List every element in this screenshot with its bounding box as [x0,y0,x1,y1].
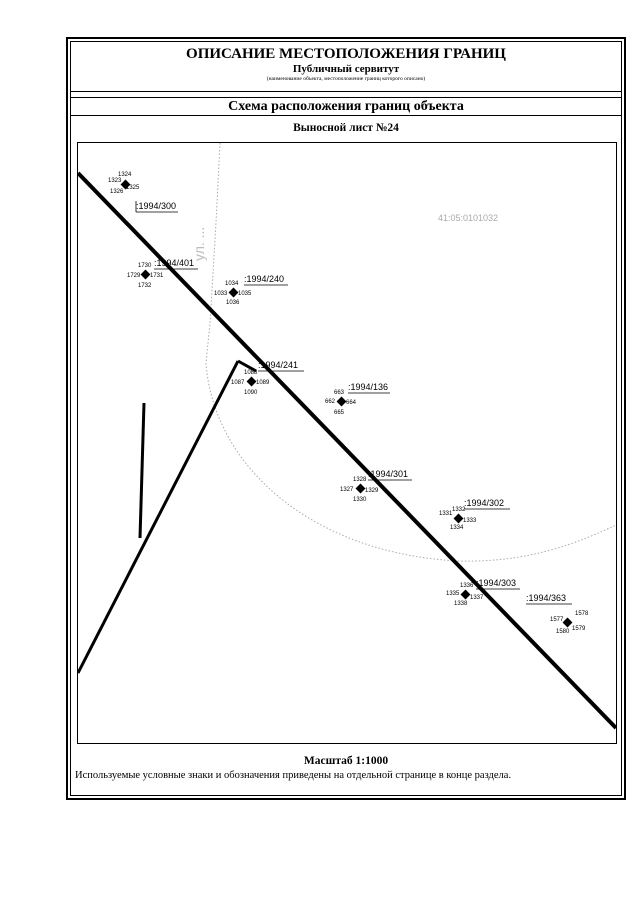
boundary-marker [120,179,131,190]
point-number: 1729 [127,273,141,279]
header-caption: (наименование объекта, местоположение гр… [266,76,426,82]
scale-label: Масштаб 1:1000 [303,755,389,767]
boundary-marker [453,513,464,524]
boundary-marker [246,376,257,387]
boundary-marker [228,287,239,298]
point-number-labels: 1324 1323 1325 1326 1730 1729 1731 1732 … [108,172,589,635]
document-header: ОПИСАНИЕ МЕСТОПОЛОЖЕНИЯ ГРАНИЦ Публичный… [71,42,621,92]
cadastral-label-1994-300: :1994/300 [136,201,176,211]
point-number: 1579 [572,626,586,632]
cadastral-label-1994-302: :1994/302 [464,498,504,508]
document-title: ОПИСАНИЕ МЕСТОПОЛОЖЕНИЯ ГРАНИЦ [186,46,506,62]
main-boundary-line [78,171,616,730]
point-number: 1328 [353,477,367,483]
point-number: 1580 [556,629,570,635]
secondary-line-left [78,360,240,674]
point-number: 662 [325,399,336,405]
dotted-boundary-arc [205,362,616,562]
point-number: 1325 [126,185,140,191]
point-number: 1336 [460,583,474,589]
cadastral-label-1994-363: :1994/363 [526,593,566,603]
point-number: 1326 [110,189,124,195]
point-number: 1333 [463,518,477,524]
point-number: 1578 [575,611,589,617]
road-label: ул. ... [191,227,207,261]
boundary-marker [140,269,151,280]
secondary-line-stub [237,359,257,373]
sheet-inner-frame: ОПИСАНИЕ МЕСТОПОЛОЖЕНИЯ ГРАНИЦ Публичный… [70,41,622,796]
point-number: 664 [346,400,357,406]
cadastral-label-1994-240: :1994/240 [244,274,284,284]
cadastral-label-1994-301: :1994/301 [368,469,408,479]
point-number: 1090 [244,390,258,396]
point-number: 665 [334,410,345,416]
point-number: 1036 [226,300,240,306]
legend-note: Используемые условные знаки и обозначени… [75,770,512,781]
document-subtitle: Публичный сервитут [292,63,400,75]
point-number: 1087 [231,380,245,386]
point-number: 663 [334,390,345,396]
point-number: 1732 [138,283,152,289]
point-number: 1577 [550,617,564,623]
point-number: 1731 [150,273,164,279]
dotted-boundary-vertical [205,143,221,364]
point-number: 1338 [454,601,468,607]
point-number: 1329 [365,488,379,494]
boundary-markers [120,179,573,628]
cadastral-label-1994-303: :1994/303 [476,578,516,588]
point-number: 1323 [108,178,122,184]
point-number: 1327 [340,487,354,493]
point-number: 1034 [225,281,239,287]
point-number: 1730 [138,263,152,269]
boundary-map: ул. ... 41:05:0101032 :1994/300 :1994/40… [77,142,617,744]
cadastral-label-1994-136: :1994/136 [348,382,388,392]
cadastral-label-group: :1994/300 :1994/401 :1994/240 :1994/241 … [135,201,572,605]
point-number: 1334 [450,525,464,531]
point-number: 1033 [214,291,228,297]
point-number: 1331 [439,511,453,517]
parcel-number-label: 41:05:0101032 [438,213,498,223]
document-sheet: ОПИСАНИЕ МЕСТОПОЛОЖЕНИЯ ГРАНИЦ Публичный… [66,37,626,800]
secondary-line-down [138,402,146,539]
cadastral-label-1994-401: :1994/401 [154,258,194,268]
boundary-marker [336,396,347,407]
point-number: 1035 [238,291,252,297]
boundary-marker [562,617,573,628]
point-number: 1324 [118,172,132,178]
point-number: 1337 [470,595,484,601]
header-spacer-row [71,91,621,98]
map-canvas: ул. ... 41:05:0101032 :1994/300 :1994/40… [78,143,616,730]
scheme-title: Схема расположения границ объекта [71,98,621,116]
point-number: 1335 [446,591,460,597]
cadastral-label-1994-241: :1994/241 [258,360,298,370]
sheet-number-label: Выносной лист №24 [293,122,399,134]
boundary-marker [355,483,366,494]
point-number: 1088 [244,370,258,376]
boundary-marker [460,589,471,600]
point-number: 1330 [353,497,367,503]
point-number: 1332 [452,507,466,513]
point-number: 1089 [256,380,270,386]
